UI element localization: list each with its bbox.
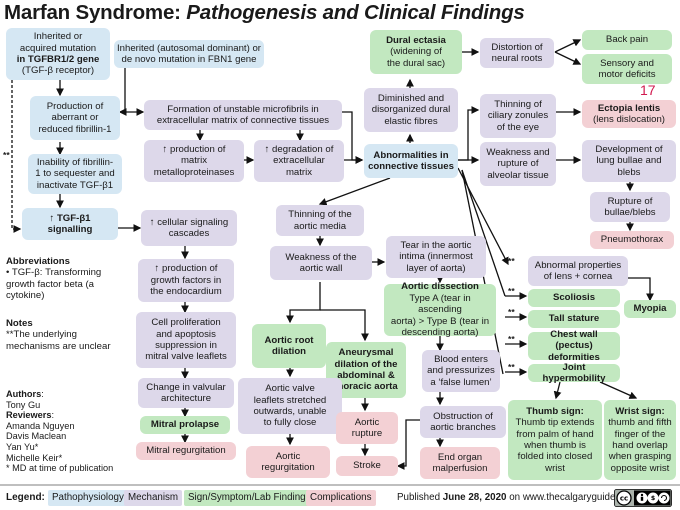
legend-label: Legend: — [6, 492, 45, 503]
production-aberrant-fibrillin: Production of aberrant or reduced fibril… — [30, 96, 120, 140]
star-chest: ** — [508, 334, 515, 344]
wrist-sign: Wrist sign: thumb and fifth finger of th… — [604, 400, 676, 480]
rupture-bullae-blebs: Rupture of bullae/blebs — [590, 192, 670, 222]
stroke: Stroke — [336, 456, 398, 476]
inability-fibrillin-sequester: Inability of fibrillin- 1 to sequester a… — [28, 154, 122, 194]
end-organ-malperfusion: End organ malperfusion — [420, 447, 500, 479]
legend-pathophysiology: Pathophysiology — [48, 490, 128, 506]
cellular-signaling-cascades: ↑ cellular signaling cascades — [141, 210, 237, 246]
svg-text:cc: cc — [620, 495, 628, 503]
legend-sign-symptom: Sign/Symptom/Lab Finding — [184, 490, 310, 506]
inherited-tgfbr-mutation: Inherited or acquired mutation in TGFBR1… — [6, 28, 110, 80]
unstable-microfibrils: Formation of unstable microfibrils in ex… — [144, 100, 342, 130]
abnormal-lens-cornea: Abnormal properties of lens + cornea — [528, 256, 628, 286]
production-mmp: ↑ production of matrix metalloproteinase… — [144, 140, 244, 182]
abnormalities-connective-tissues: Abnormalities in connective tissues — [364, 144, 458, 178]
legend-mechanism: Mechanism — [124, 490, 183, 506]
aortic-dissection: Aortic dissection Type A (tear in ascend… — [384, 281, 496, 338]
star-stature: ** — [508, 307, 515, 317]
tgfb1-signalling: ↑ TGF-β1 signalling — [22, 208, 118, 240]
chest-wall-deformities: Chest wall (pectus) deformities — [528, 329, 620, 363]
sensory-motor-deficits: Sensory and motor deficits — [582, 54, 672, 84]
growth-factors-endocardium: ↑ production of growth factors in the en… — [138, 259, 234, 302]
weakness-alveolar-tissue: Weakness and rupture of alveolar tissue — [480, 142, 556, 186]
blood-false-lumen: Blood enters and pressurizes a ‘false lu… — [422, 350, 500, 392]
weakness-aortic-wall: Weakness of the aortic wall — [270, 246, 372, 280]
joint-hypermobility: Joint hypermobility — [528, 362, 620, 384]
dural-ectasia: Dural ectasia (widening of the dural sac… — [370, 30, 462, 74]
scoliosis: Scoliosis — [528, 289, 620, 307]
degradation-ecm: ↑ degradation of extracellular matrix — [254, 140, 344, 182]
tall-stature: Tall stature — [528, 310, 620, 328]
myopia: Myopia — [624, 300, 676, 318]
abbreviations: Abbreviations • TGF-β: Transforming grow… — [6, 256, 102, 302]
mitral-regurgitation: Mitral regurgitation — [136, 442, 236, 460]
credits: Authors: Tony Gu Reviewers: Amanda Nguye… — [6, 389, 114, 474]
notes: Notes **The underlying mechanisms are un… — [6, 318, 111, 352]
diminished-elastic-fibres: Diminished and disorganized dural elasti… — [364, 88, 458, 132]
star-scoliosis: ** — [508, 286, 515, 296]
aortic-root-dilation: Aortic root dilation — [252, 324, 326, 368]
aortic-regurgitation: Aortic regurgitation — [246, 446, 330, 478]
thumb-sign: Thumb sign: Thumb tip extends from palm … — [508, 400, 602, 480]
thinning-aortic-media: Thinning of the aortic media — [276, 205, 364, 236]
obstruction-aortic-branches: Obstruction of aortic branches — [420, 406, 506, 438]
change-valvular-architecture: Change in valvular architecture — [138, 378, 234, 408]
svg-text:$: $ — [651, 495, 655, 502]
star-lens: ** — [508, 256, 515, 266]
cell-proliferation: Cell proliferation and apoptosis suppres… — [136, 312, 236, 368]
ectopia-lentis: Ectopia lentis (lens dislocation) — [582, 100, 676, 128]
back-pain: Back pain — [582, 30, 672, 50]
cc-by-nc-sa-icon[interactable]: cc $ — [614, 489, 672, 507]
star-joint: ** — [508, 362, 515, 372]
page-title: Marfan Syndrome: Pathogenesis and Clinic… — [4, 1, 525, 24]
published-info: Published June 28, 2020 on www.thecalgar… — [397, 492, 637, 503]
legend-complications: Complications — [306, 490, 376, 506]
page-number: 17 — [640, 82, 656, 98]
dotted-path-star: ** — [3, 150, 10, 160]
pneumothorax: Pneumothorax — [590, 231, 674, 249]
aortic-rupture: Aortic rupture — [336, 412, 398, 444]
distortion-neural-roots: Distortion of neural roots — [480, 38, 554, 68]
lung-bullae-blebs: Development of lung bullae and blebs — [582, 140, 676, 182]
inherited-fbn1-mutation: Inherited (autosomal dominant) or de nov… — [114, 40, 264, 68]
mitral-prolapse: Mitral prolapse — [140, 416, 230, 434]
tear-aortic-intima: Tear in the aortic intima (innermost lay… — [386, 236, 486, 278]
aortic-valve-leaflets: Aortic valve leaflets stretched outwards… — [238, 378, 342, 434]
thinning-ciliary-zonules: Thinning of ciliary zonules of the eye — [480, 94, 556, 138]
legend: Legend: Pathophysiology Mechanism Sign/S… — [0, 486, 680, 510]
